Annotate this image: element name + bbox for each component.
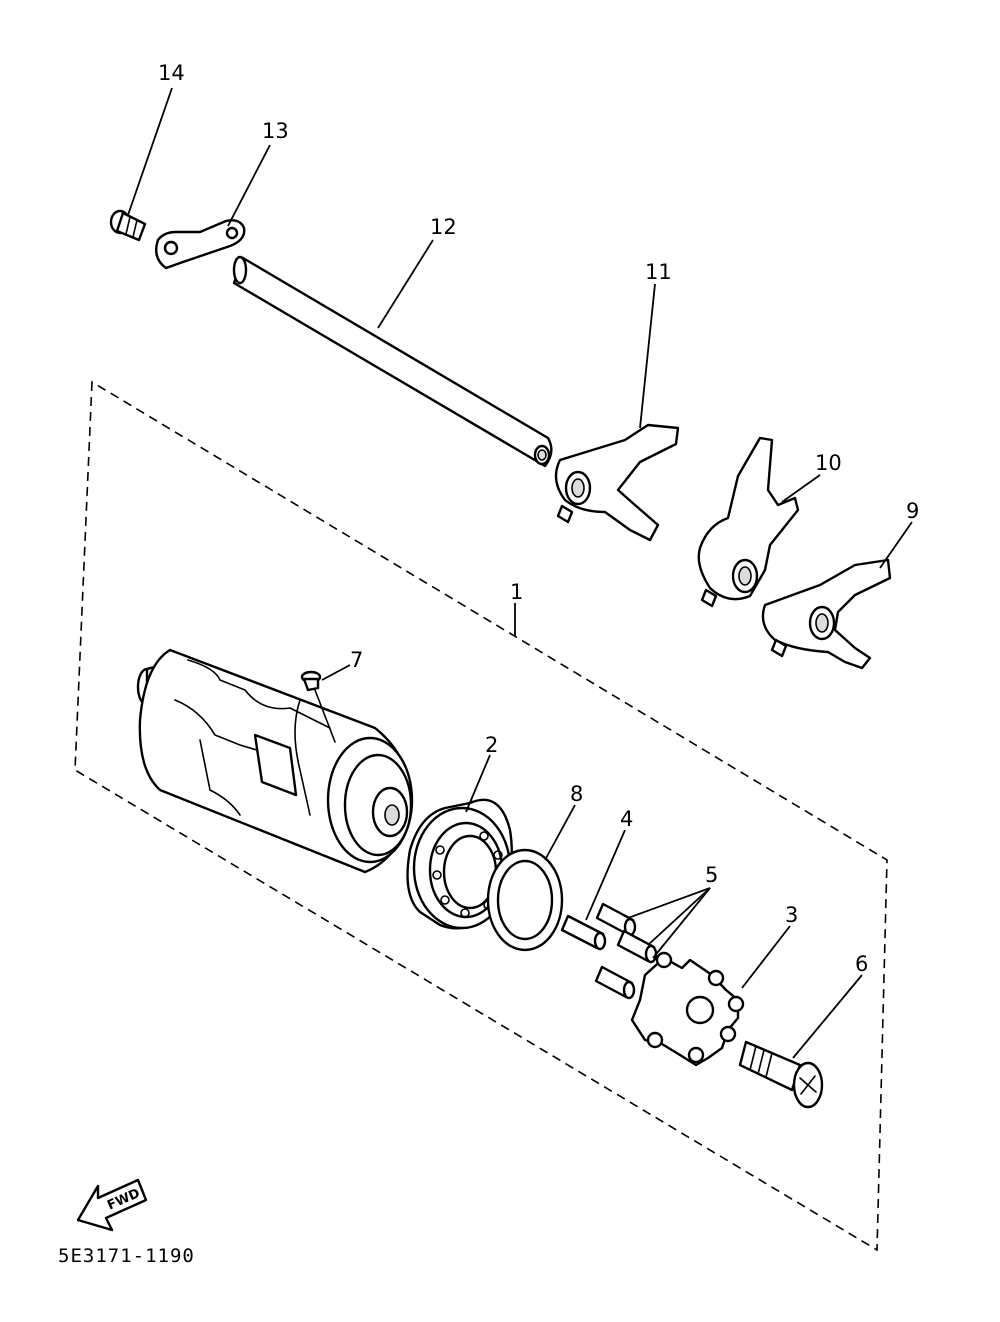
- part-2-bearing: [406, 798, 513, 930]
- callout-4: 4: [620, 807, 633, 831]
- part-1-shift-drum: [136, 648, 414, 874]
- leader-7: [321, 664, 351, 681]
- callout-12: 12: [430, 215, 457, 239]
- part-3-segment: [630, 951, 745, 1067]
- leader-5c: [652, 887, 711, 959]
- leader-13: [227, 144, 271, 227]
- leader-14: [127, 87, 173, 216]
- part-13-stopper-plate: [155, 219, 246, 270]
- assembly-boundary: [74, 380, 888, 1252]
- leader-11: [639, 283, 656, 429]
- callout-3: 3: [785, 903, 798, 927]
- callout-9: 9: [906, 499, 919, 523]
- part-11-shift-fork: [554, 423, 680, 542]
- part-12-guide-bar: [232, 255, 553, 468]
- leader-10: [781, 474, 821, 503]
- part-10-shift-fork: [697, 436, 800, 608]
- callout-14: 14: [158, 61, 185, 85]
- part-9-shift-fork: [761, 558, 892, 670]
- part-7-pin: [300, 670, 336, 743]
- leader-9: [879, 521, 913, 569]
- callout-5: 5: [705, 863, 718, 887]
- callout-6: 6: [855, 952, 868, 976]
- callout-10: 10: [815, 451, 842, 475]
- callout-2: 2: [485, 733, 498, 757]
- callout-7: 7: [350, 648, 363, 672]
- drawing-code: 5E3171-1190: [58, 1245, 195, 1267]
- leader-5b: [647, 887, 711, 946]
- callout-13: 13: [262, 119, 289, 143]
- leader-3: [741, 925, 791, 989]
- leader-2: [465, 754, 491, 813]
- callout-1: 1: [510, 580, 523, 604]
- leader-6: [792, 974, 863, 1059]
- part-4-dowel-pin: [560, 914, 607, 951]
- leader-8: [544, 804, 576, 861]
- part-8-ring: [486, 848, 564, 952]
- callout-11: 11: [645, 260, 672, 284]
- leader-12: [377, 239, 434, 329]
- fwd-arrow-icon: FWD: [76, 1178, 148, 1232]
- part-14-screw: [109, 209, 147, 242]
- callout-8: 8: [570, 782, 583, 806]
- leader-4: [585, 829, 626, 921]
- part-6-bolt: [738, 1040, 824, 1109]
- leader-5a: [627, 887, 711, 919]
